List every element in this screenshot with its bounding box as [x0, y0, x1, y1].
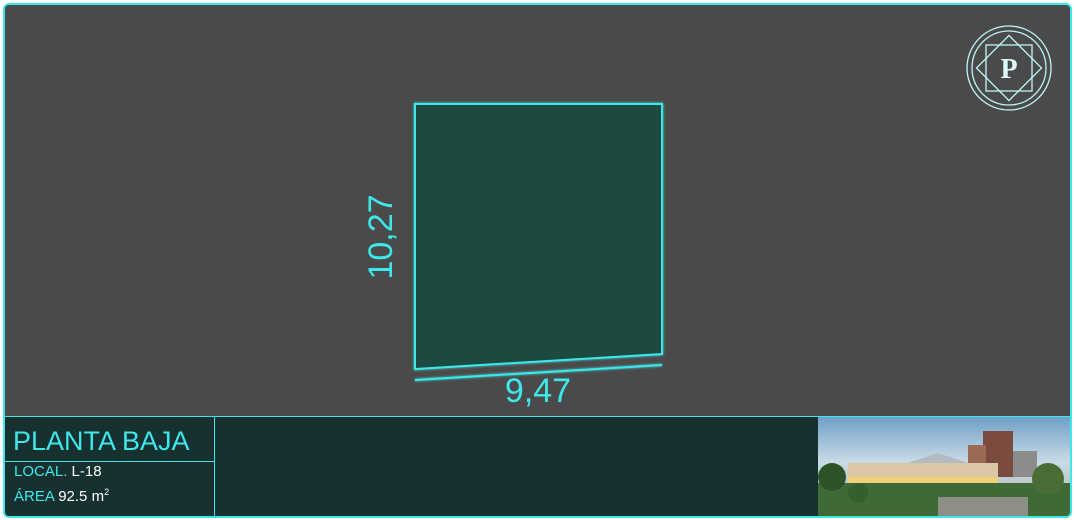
width-dimension-line [414, 364, 663, 381]
floor-title: PLANTA BAJA [5, 417, 214, 462]
floor-plan-drawing: 10,27 9,47 [362, 103, 663, 410]
local-value: L-18 [71, 463, 102, 480]
room-shape[interactable] [414, 103, 663, 371]
area-value: 92.5 m2 [58, 487, 110, 505]
local-row: LOCAL. L-18 [5, 462, 214, 482]
logo-letter: P [1000, 54, 1017, 85]
local-label: LOCAL. [14, 463, 68, 480]
floor-plan-card: 10,27 9,47 P PLANTA BAJA LOCAL. L-18 ÁRE… [3, 3, 1072, 518]
footer-spacer [215, 417, 818, 516]
mall-rendering-image[interactable] [818, 417, 1070, 516]
area-label: ÁREA [14, 488, 55, 505]
info-footer: PLANTA BAJA LOCAL. L-18 ÁREA 92.5 m2 [5, 416, 1070, 516]
width-dimension-label: 9,47 [505, 372, 571, 410]
unit-info-panel: PLANTA BAJA LOCAL. L-18 ÁREA 92.5 m2 [5, 417, 215, 516]
height-dimension-label: 10,27 [362, 194, 400, 279]
brand-logo: P [966, 25, 1052, 111]
area-row: ÁREA 92.5 m2 [5, 482, 214, 507]
